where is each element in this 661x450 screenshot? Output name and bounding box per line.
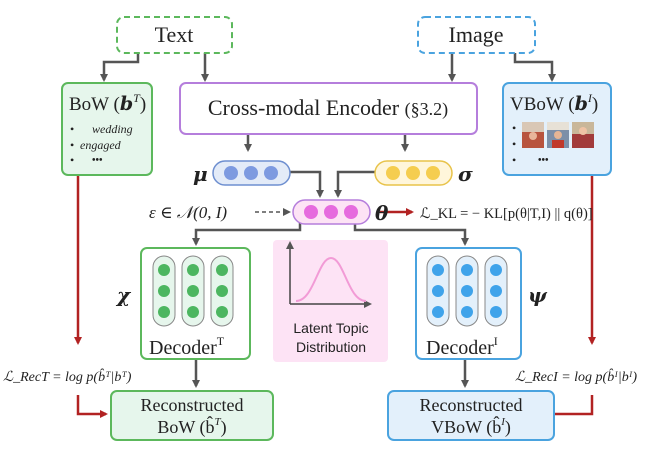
image-input-label: Image — [449, 22, 504, 47]
reci-loss-label: ℒ_RecI = log p(b̂ᴵ|bᴵ) — [515, 368, 637, 385]
mu-symbol: μ — [193, 162, 208, 186]
image-input-box: Image — [417, 16, 536, 54]
bow-bullet: • — [70, 122, 74, 136]
rect-loss-label: ℒ_RecT = log p(b̂ᵀ|bᵀ) — [3, 368, 132, 385]
chi-symbol: χ — [115, 283, 132, 307]
decoder-image-label: DecoderI — [426, 334, 498, 359]
decoder-text-columns — [152, 255, 234, 327]
arrow-text-to-bow — [100, 53, 140, 82]
mu-vector: μ — [193, 160, 291, 186]
psi-symbol: ψ — [528, 283, 548, 307]
reconstructed-bow-box: Reconstructed BoW (b̂T) — [110, 390, 274, 441]
encoder-title: Cross-modal Encoder (§3.2) — [208, 95, 448, 120]
arrow-mu-to-theta — [290, 170, 324, 198]
text-input-label: Text — [155, 22, 194, 47]
decoder-text-box: DecoderT χ — [115, 247, 251, 360]
distribution-axes — [286, 241, 372, 308]
reconstructed-bow-line2: BoW (b̂T) — [157, 416, 226, 438]
vbow-box: VBoW (bI) • • • ••• — [502, 82, 612, 176]
vbow-more: ••• — [538, 155, 549, 166]
visual-word-thumbnail — [522, 122, 544, 148]
bow-word-1: wedding — [92, 122, 133, 136]
bow-more: ••• — [92, 155, 103, 166]
text-input-box: Text — [116, 16, 233, 54]
latent-topic-line1: Latent Topic — [293, 320, 368, 336]
arrow-sigma-to-theta — [334, 170, 375, 198]
latent-topic-panel: Latent Topic Distribution — [273, 240, 388, 362]
arrow-rect-loss-to-recon — [76, 395, 108, 418]
reconstructed-vbow-box: Reconstructed VBoW (b̂I) — [387, 390, 555, 441]
reconstructed-vbow-line1: Reconstructed — [420, 395, 523, 415]
visual-word-thumbnail — [572, 122, 594, 148]
distribution-curve — [295, 256, 367, 302]
bow-word-2: engaged — [80, 138, 122, 152]
theta-symbol: θ — [375, 201, 389, 225]
latent-topic-line2: Distribution — [296, 339, 366, 355]
encoder-box: Cross-modal Encoder (§3.2) — [179, 82, 478, 135]
bow-box: BoW (bT) • wedding • engaged • ••• — [61, 82, 153, 176]
bow-bullet: • — [70, 138, 74, 152]
epsilon-prior-label: ε ∈ 𝒩(0, I) — [149, 203, 227, 222]
decoder-image-box: DecoderI ψ — [415, 247, 548, 360]
connectors — [100, 53, 556, 388]
reconstructed-vbow-line2: VBoW (b̂I) — [431, 416, 511, 438]
vbow-bullet: • — [512, 121, 516, 135]
sigma-symbol: σ — [458, 162, 473, 186]
sigma-vector: σ — [374, 160, 473, 186]
vbow-title: VBoW (bI) — [510, 91, 598, 115]
kl-loss-label: ℒ_KL = − KL[p(θ|T,I) || q(θ)] — [420, 206, 593, 222]
decoder-image-columns — [426, 255, 508, 327]
visual-word-thumbnail — [547, 122, 569, 148]
bow-title: BoW (bT) — [69, 91, 146, 115]
bow-bullet: • — [70, 153, 74, 167]
vbow-bullet: • — [512, 137, 516, 151]
theta-vector: θ — [292, 199, 389, 225]
vbow-bullet: • — [512, 153, 516, 167]
arrow-theta-to-decoder-t — [192, 218, 302, 246]
arrow-image-to-vbow — [513, 53, 556, 82]
decoder-text-label: DecoderT — [149, 334, 225, 359]
reconstructed-bow-line1: Reconstructed — [141, 395, 244, 415]
